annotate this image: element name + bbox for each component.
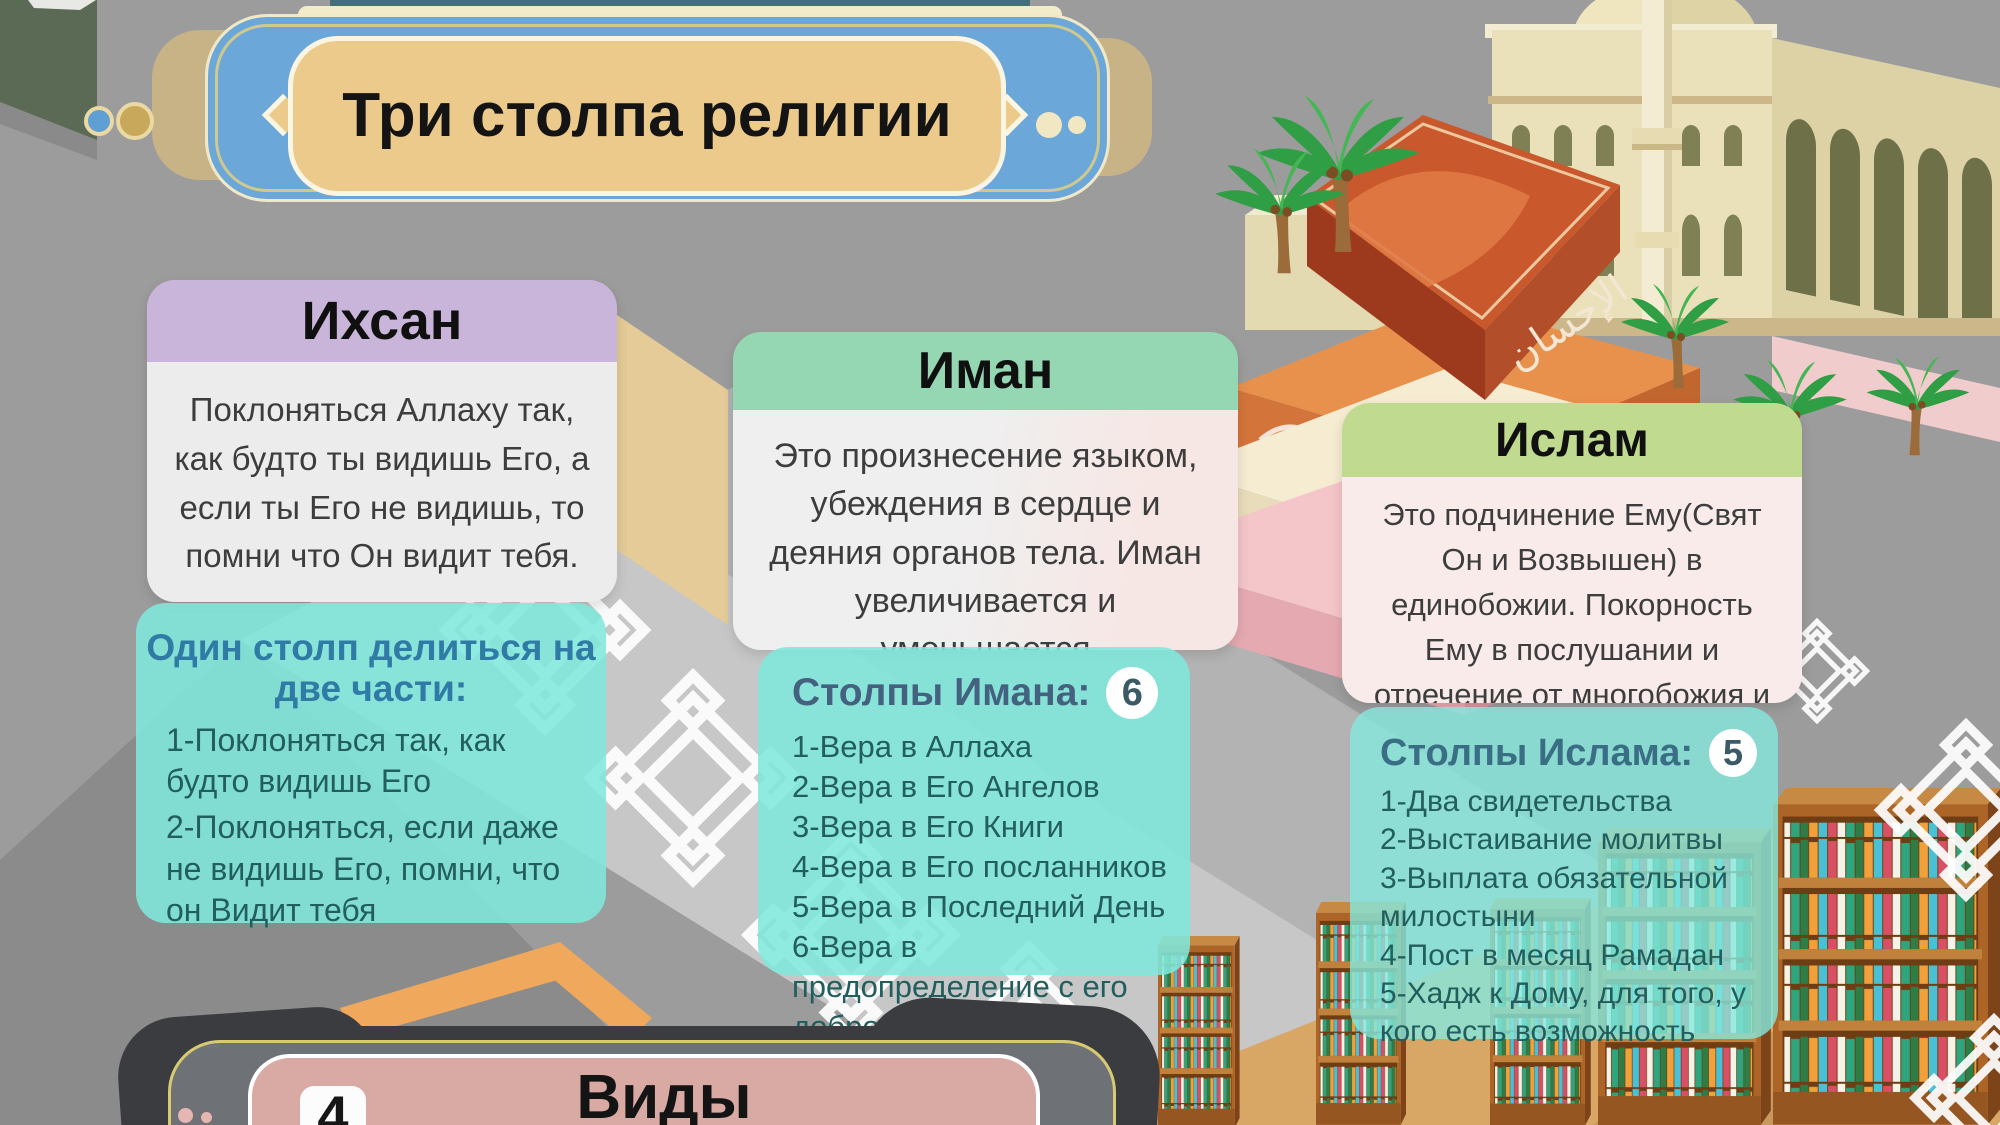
card-islam: Ислам Это подчинение Ему(Свят Он и Возвы… xyxy=(1342,403,1802,703)
subcard-islam-pillars: Столпы Ислама: 5 1-Два свидетельства 2-В… xyxy=(1350,707,1778,1048)
list-item: 5-Вера в Последний День xyxy=(792,888,1166,924)
banner-bead-icon xyxy=(84,106,114,136)
list-item: 3-Выплата обязательной милостыни xyxy=(1380,861,1728,934)
bottom-banner-count-badge: 4 xyxy=(300,1086,366,1125)
count-badge: 6 xyxy=(1106,667,1159,719)
list-item: 3-Вера в Его Книги xyxy=(792,808,1064,844)
title-banner: Три столпа религии xyxy=(288,36,1006,196)
list-item: 4-Пост в месяц Рамадан xyxy=(1380,938,1725,972)
card-ihsan: Ихсан Поклоняться Аллаху так, как будто … xyxy=(147,280,617,602)
subcard-ihsan-heading: Один столп делиться на две части: xyxy=(146,627,596,710)
count-badge: 5 xyxy=(1709,729,1758,777)
subcard-islam-heading: Столпы Ислама: xyxy=(1380,731,1694,774)
subcard-iman-pillars: Столпы Имана: 6 1-Вера в Аллаха 2-Вера в… xyxy=(758,647,1190,1044)
banner-bead-icon xyxy=(1068,116,1086,134)
card-ihsan-description: Поклоняться Аллаху так, как будто ты вид… xyxy=(147,362,617,602)
list-item: 2-Выстаивание молитвы xyxy=(1380,823,1723,857)
card-ihsan-title: Ихсан xyxy=(147,280,617,362)
card-islam-description: Это подчинение Ему(Свят Он и Возвышен) в… xyxy=(1342,477,1802,703)
bottom-banner-title: Виды xyxy=(576,1063,752,1125)
subcard-iman-heading: Столпы Имана: xyxy=(792,671,1091,714)
list-item: 5-Хадж к Дому, для того, у кого есть воз… xyxy=(1380,976,1747,1049)
list-item: 4-Вера в Его посланников xyxy=(792,848,1167,884)
bottom-banner: Виды xyxy=(248,1054,1040,1125)
card-iman-description: Это произнесение языком, убеждения в сер… xyxy=(733,410,1238,650)
banner-bead-icon xyxy=(178,1108,193,1123)
green-building-block xyxy=(0,0,97,160)
list-item: 1-Вера в Аллаха xyxy=(792,729,1033,764)
subcard-ihsan-parts: Один столп делиться на две части: 1-Покл… xyxy=(136,603,606,928)
card-iman-title: Иман xyxy=(733,332,1238,410)
page-wall-panel xyxy=(617,315,728,625)
page-title: Три столпа религии xyxy=(342,80,952,150)
banner-bead-icon xyxy=(1036,112,1062,138)
list-item: 1-Два свидетельства xyxy=(1380,785,1672,818)
card-islam-title: Ислам xyxy=(1342,403,1802,477)
banner-bead-icon xyxy=(201,1112,212,1123)
list-item: 1-Поклоняться так, как будто видишь Его xyxy=(166,721,506,800)
list-item: 2-Поклоняться, если даже не видишь Его, … xyxy=(166,809,561,929)
list-item: 2-Вера в Его Ангелов xyxy=(792,768,1100,804)
banner-bead-icon xyxy=(116,102,154,140)
card-iman: Иман Это произнесение языком, убеждения … xyxy=(733,332,1238,650)
